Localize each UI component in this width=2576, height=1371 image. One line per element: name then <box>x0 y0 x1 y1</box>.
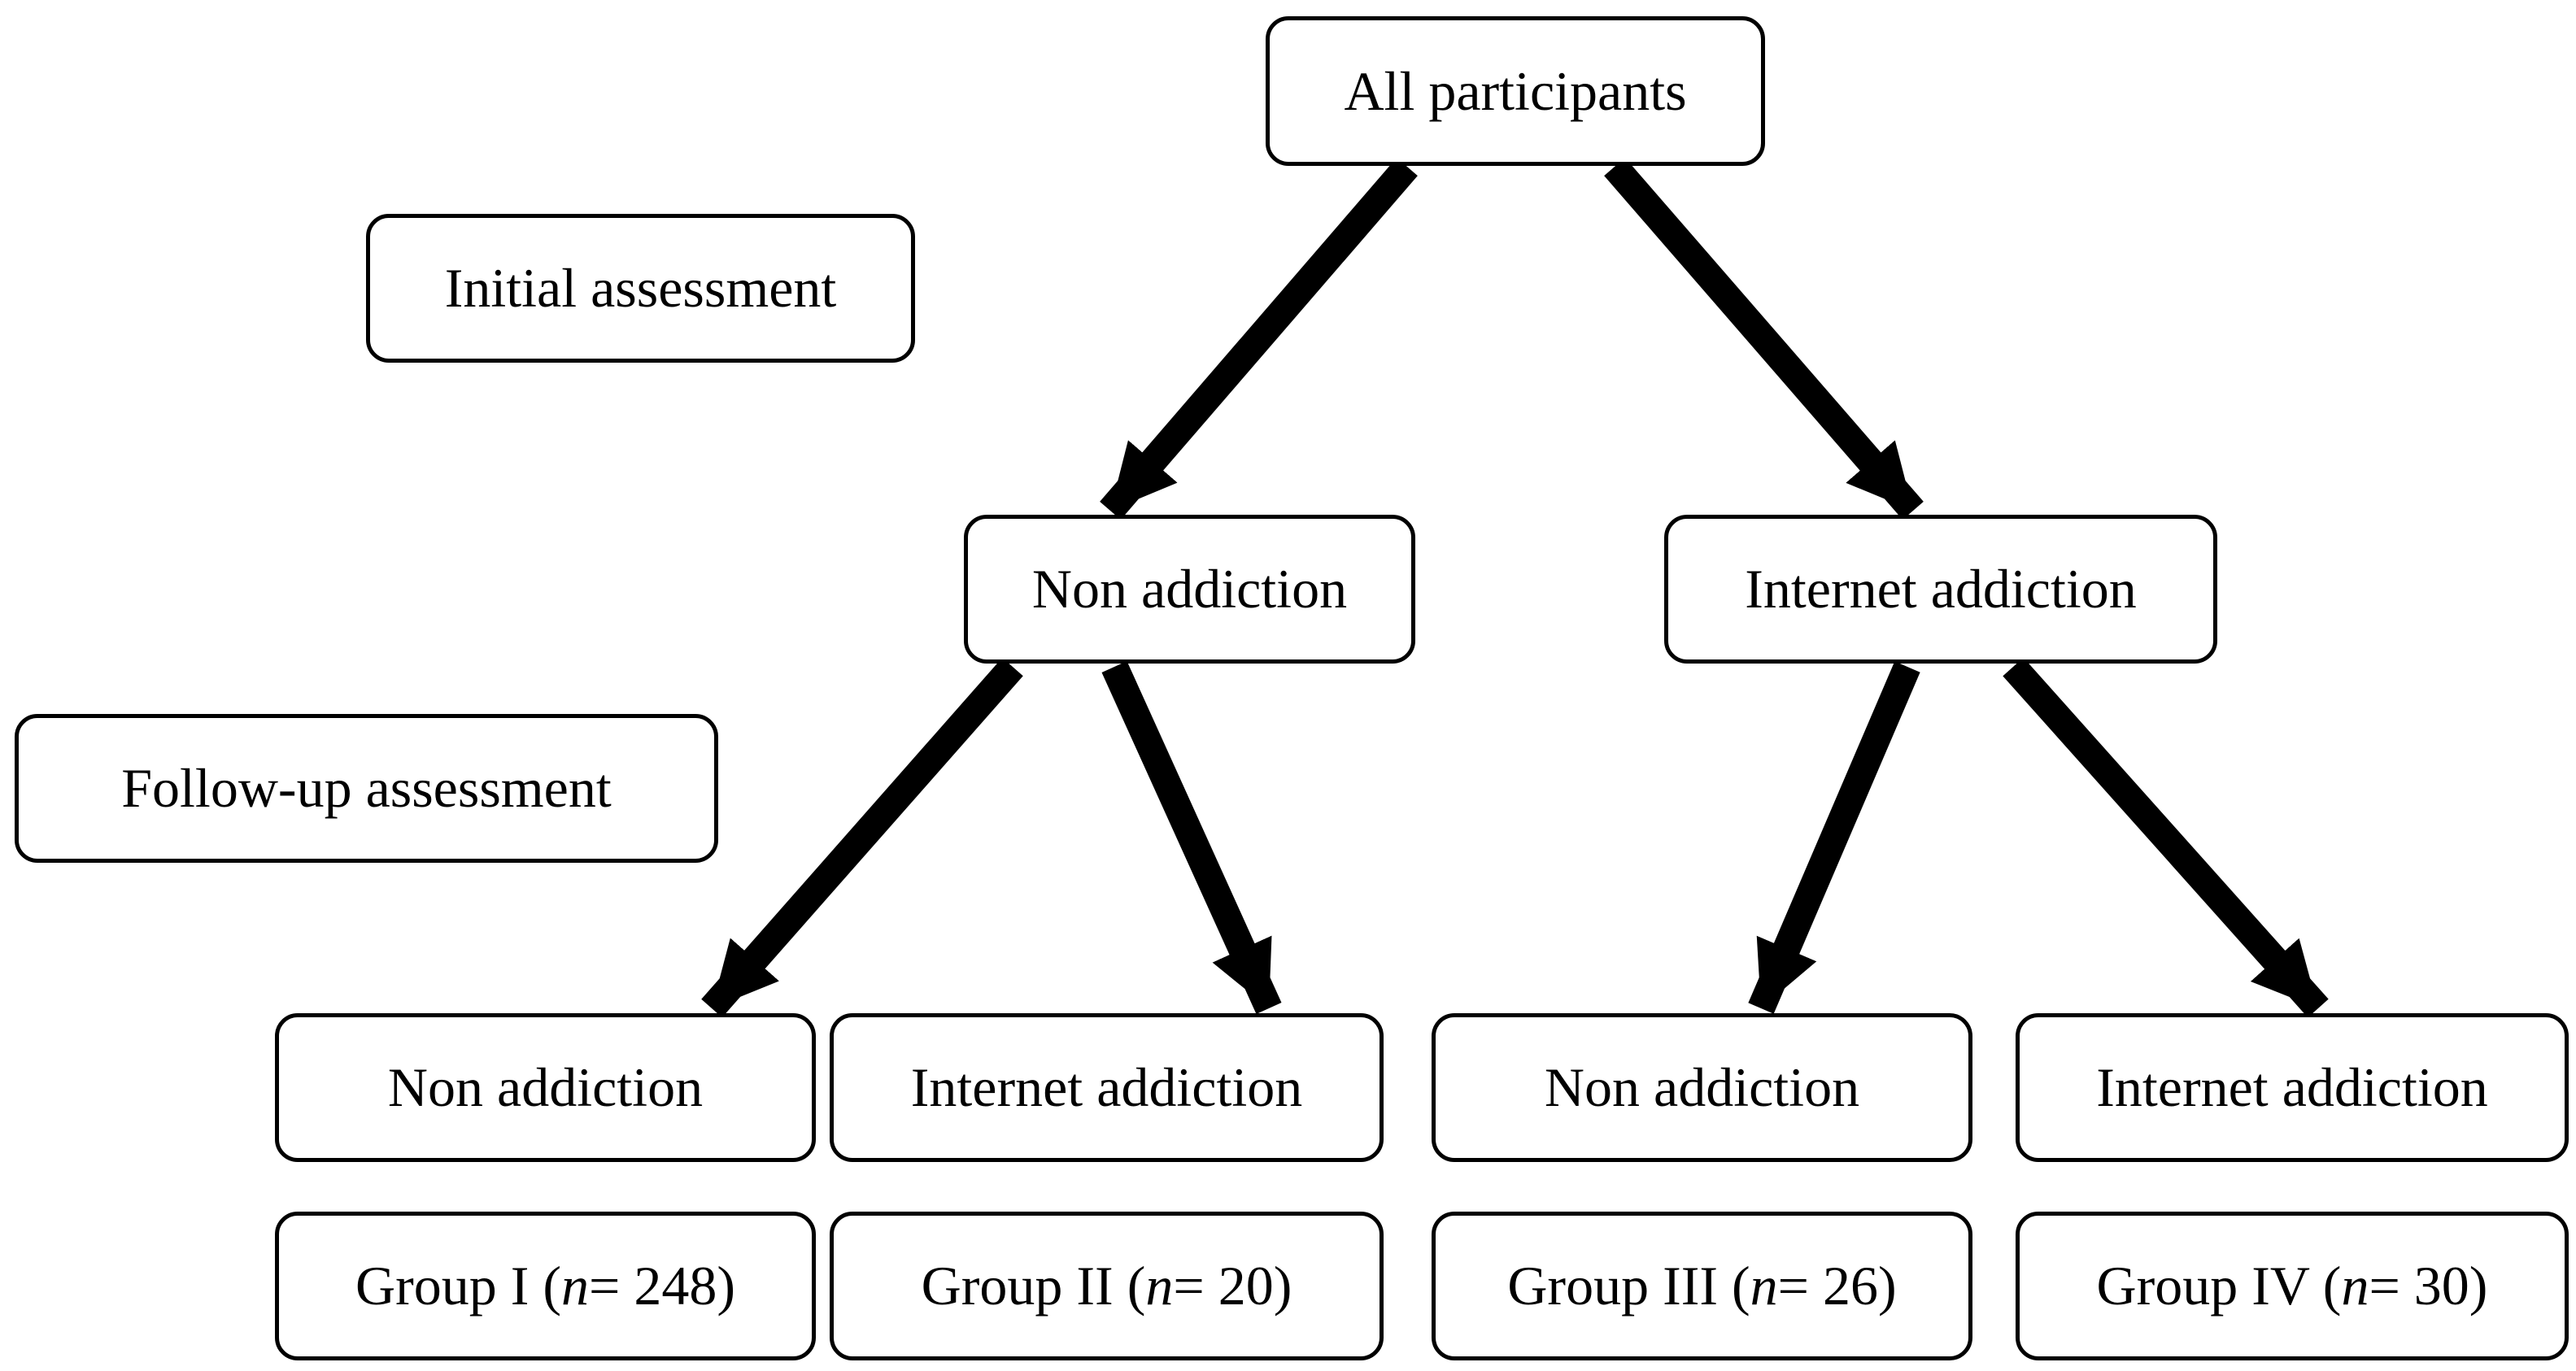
group-ii-n-symbol: n <box>1145 1255 1174 1317</box>
group-iii-suffix: = 26) <box>1777 1255 1897 1317</box>
group-iii-n-symbol: n <box>1750 1255 1778 1317</box>
group-ii-box: Group II (n = 20) <box>830 1212 1384 1360</box>
arrow-non-addiction-to-group-ii <box>1101 660 1282 1015</box>
group-iv-prefix: Group IV ( <box>2096 1255 2342 1317</box>
group-iii-prefix: Group III ( <box>1507 1255 1750 1317</box>
internet-addiction-follow-up-node-b: Internet addiction <box>830 1013 1384 1162</box>
arrow-non-addiction-to-group-i <box>701 657 1023 1018</box>
initial-assessment-label: Initial assessment <box>366 214 915 363</box>
group-i-box: Group I (n = 248) <box>275 1212 816 1360</box>
internet-addiction-follow-up-node-d: Internet addiction <box>2016 1013 2569 1162</box>
group-iii-box: Group III (n = 26) <box>1432 1212 1972 1360</box>
group-i-suffix: = 248) <box>589 1255 736 1317</box>
group-i-prefix: Group I ( <box>355 1255 562 1317</box>
all-participants-node: All participants <box>1266 16 1765 166</box>
non-addiction-initial-node: Non addiction <box>964 515 1415 664</box>
arrow-internet-addiction-to-group-iv <box>2003 657 2329 1018</box>
internet-addiction-initial-node: Internet addiction <box>1664 515 2217 664</box>
group-iv-n-symbol: n <box>2341 1255 2369 1317</box>
arrow-root-to-internet-addiction <box>1604 157 1924 520</box>
non-addiction-follow-up-node-a: Non addiction <box>275 1013 816 1162</box>
group-iv-box: Group IV (n = 30) <box>2016 1212 2569 1360</box>
group-ii-suffix: = 20) <box>1173 1255 1292 1317</box>
group-iv-suffix: = 30) <box>2369 1255 2488 1317</box>
group-i-n-symbol: n <box>561 1255 590 1317</box>
arrow-root-to-non-addiction <box>1100 157 1418 520</box>
group-ii-prefix: Group II ( <box>921 1255 1146 1317</box>
non-addiction-follow-up-node-c: Non addiction <box>1432 1013 1972 1162</box>
follow-up-assessment-label: Follow-up assessment <box>15 714 718 863</box>
arrow-internet-addiction-to-group-iii <box>1748 661 1920 1014</box>
